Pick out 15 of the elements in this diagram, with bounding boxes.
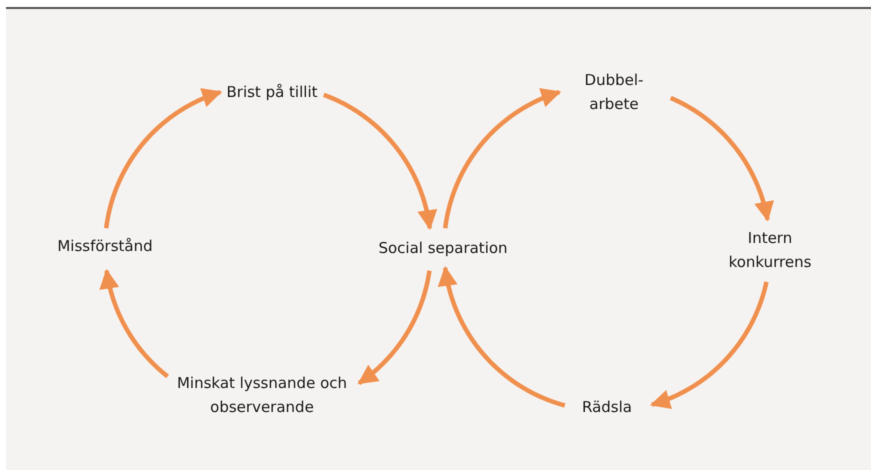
arrow: [99, 268, 170, 378]
cycle-label: Minskat lyssnande och observerande: [162, 371, 362, 419]
arrow: [442, 88, 562, 228]
cycle-label: Intern konkurrens: [705, 226, 835, 274]
arrow: [670, 96, 774, 222]
arrow: [322, 92, 438, 230]
cycle-label: Brist på tillit: [212, 80, 332, 104]
arrow: [104, 88, 222, 228]
arrow: [438, 266, 566, 408]
arrow: [650, 281, 769, 410]
cycle-label: Rädsla: [562, 395, 652, 419]
cycle-label: Missförstånd: [35, 234, 175, 258]
cycle-label: Social separation: [343, 236, 543, 260]
cycle-label: Dubbel-arbete: [574, 68, 654, 116]
arrow: [358, 270, 432, 385]
